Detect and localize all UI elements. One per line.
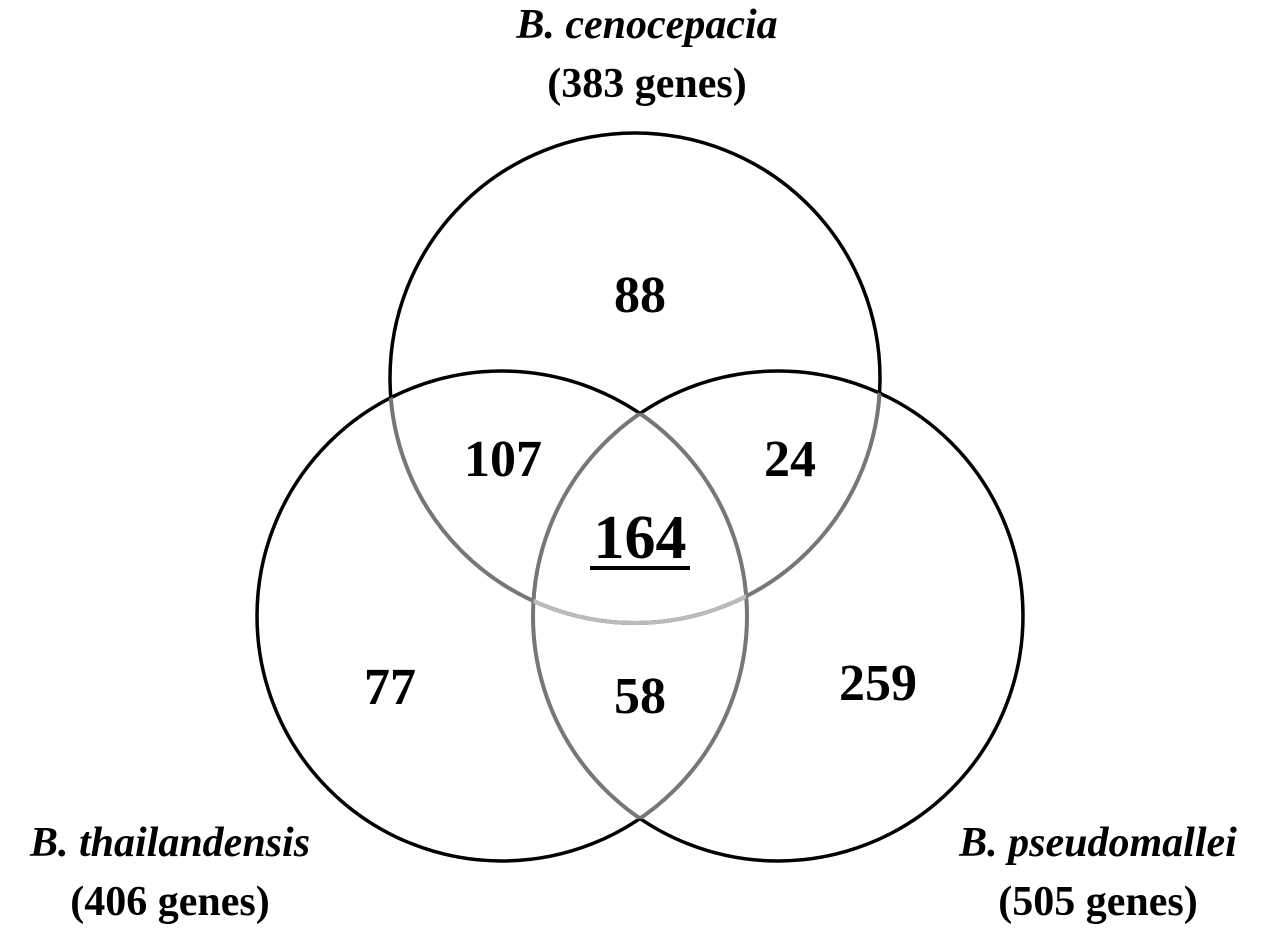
region-thailandensis-only: 77 [364, 659, 416, 716]
circle-cenocepacia-overlap-both [533, 371, 747, 625]
set-label-cenocepacia-count: (383 genes) [547, 61, 746, 107]
region-cenocepacia-pseudomallei: 24 [764, 431, 816, 488]
region-pseudomallei-only: 259 [839, 655, 917, 712]
set-label-thailandensis-name: B. thailandensis [29, 820, 310, 866]
region-thailandensis-pseudomallei: 58 [614, 668, 666, 725]
set-label-cenocepacia-name: B. cenocepacia [515, 2, 777, 48]
region-cenocepacia-only: 88 [614, 267, 666, 324]
circle-thailandensis-overlap-pseudo [533, 371, 749, 861]
set-label-pseudomallei-count: (505 genes) [998, 879, 1197, 925]
set-label-thailandensis-count: (406 genes) [70, 879, 269, 925]
region-all-three: 164 [594, 504, 687, 572]
region-cenocepacia-thailandensis: 107 [464, 431, 542, 488]
set-label-pseudomallei-name: B. pseudomallei [958, 820, 1237, 866]
circle-pseudomallei-overlap-thai [531, 371, 747, 861]
